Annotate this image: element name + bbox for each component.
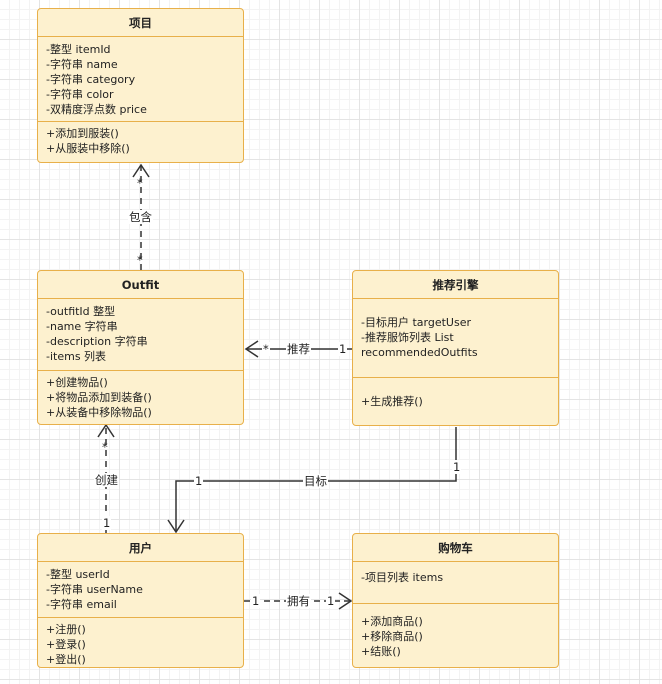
method: +移除商品(): [361, 630, 423, 643]
class-cart-methods: +添加商品() +移除商品() +结账(): [353, 604, 558, 663]
attribute: -项目列表 items: [361, 571, 444, 584]
method: +创建物品(): [46, 376, 108, 389]
target-mult-engine: 1: [452, 460, 462, 474]
create-label: 创建: [94, 473, 119, 487]
class-user-methods: +注册() +登录() +登出(): [38, 618, 243, 671]
method: +生成推荐(): [361, 395, 423, 408]
attribute: -双精度浮点数 price: [46, 103, 147, 116]
class-item[interactable]: 项目 -整型 itemId -字符串 name -字符串 category -字…: [37, 8, 244, 163]
class-cart-title: 购物车: [353, 534, 558, 562]
recommend-arrowhead: [244, 340, 259, 358]
attribute: -description 字符串: [46, 335, 148, 348]
class-cart-attributes: -项目列表 items: [353, 562, 558, 604]
own-mult-user: 1: [251, 594, 261, 608]
class-item-title: 项目: [38, 9, 243, 37]
contains-mult-top: *: [137, 176, 143, 190]
attribute: -outfitId 整型: [46, 305, 116, 318]
method: +注册(): [46, 623, 86, 636]
method: +添加到服装(): [46, 127, 119, 140]
attribute: -name 字符串: [46, 320, 118, 333]
attribute: recommendedOutfits: [361, 346, 478, 359]
contains-label: 包含: [128, 210, 153, 224]
class-engine[interactable]: 推荐引擎 -目标用户 targetUser -推荐服饰列表 List recom…: [352, 270, 559, 426]
attribute: -字符串 color: [46, 88, 114, 101]
create-mult-user: 1: [102, 516, 112, 530]
target-arrowhead: [167, 519, 185, 534]
method: +登出(): [46, 653, 86, 666]
contains-arrowhead: [132, 163, 150, 178]
class-engine-title: 推荐引擎: [353, 271, 558, 299]
recommend-mult-engine: 1: [338, 342, 348, 356]
method: +将物品添加到装备(): [46, 391, 152, 404]
recommend-label: 推荐: [286, 342, 311, 356]
class-engine-methods: +生成推荐(): [353, 378, 558, 413]
method: +登录(): [46, 638, 86, 651]
class-user-attributes: -整型 userId -字符串 userName -字符串 email: [38, 562, 243, 618]
class-engine-attributes: -目标用户 targetUser -推荐服饰列表 List recommende…: [353, 299, 558, 378]
attribute: -目标用户 targetUser: [361, 316, 471, 329]
method: +从装备中移除物品(): [46, 406, 152, 419]
method: +添加商品(): [361, 615, 423, 628]
class-outfit[interactable]: Outfit -outfitId 整型 -name 字符串 -descripti…: [37, 270, 244, 425]
own-mult-cart: 1: [326, 594, 336, 608]
create-mult-outfit: *: [102, 440, 108, 454]
recommend-mult-outfit: *: [262, 342, 270, 356]
attribute: -推荐服饰列表 List: [361, 331, 454, 344]
attribute: -字符串 userName: [46, 583, 143, 596]
class-item-attributes: -整型 itemId -字符串 name -字符串 category -字符串 …: [38, 37, 243, 122]
own-label: 拥有: [286, 594, 311, 608]
attribute: -整型 itemId: [46, 43, 111, 56]
own-arrowhead: [338, 592, 353, 610]
class-user-title: 用户: [38, 534, 243, 562]
class-item-methods: +添加到服装() +从服装中移除(): [38, 122, 243, 160]
class-user[interactable]: 用户 -整型 userId -字符串 userName -字符串 email +…: [37, 533, 244, 668]
method: +从服装中移除(): [46, 142, 130, 155]
class-outfit-title: Outfit: [38, 271, 243, 299]
attribute: -items 列表: [46, 350, 107, 363]
method: +结账(): [361, 645, 401, 658]
attribute: -字符串 email: [46, 598, 117, 611]
target-mult-user: 1: [194, 474, 204, 488]
create-arrowhead: [97, 423, 115, 438]
class-cart[interactable]: 购物车 -项目列表 items +添加商品() +移除商品() +结账(): [352, 533, 559, 668]
attribute: -字符串 name: [46, 58, 118, 71]
class-outfit-attributes: -outfitId 整型 -name 字符串 -description 字符串 …: [38, 299, 243, 371]
attribute: -字符串 category: [46, 73, 136, 86]
target-label: 目标: [303, 474, 328, 488]
contains-mult-bottom: *: [137, 253, 143, 267]
attribute: -整型 userId: [46, 568, 110, 581]
class-outfit-methods: +创建物品() +将物品添加到装备() +从装备中移除物品(): [38, 371, 243, 424]
